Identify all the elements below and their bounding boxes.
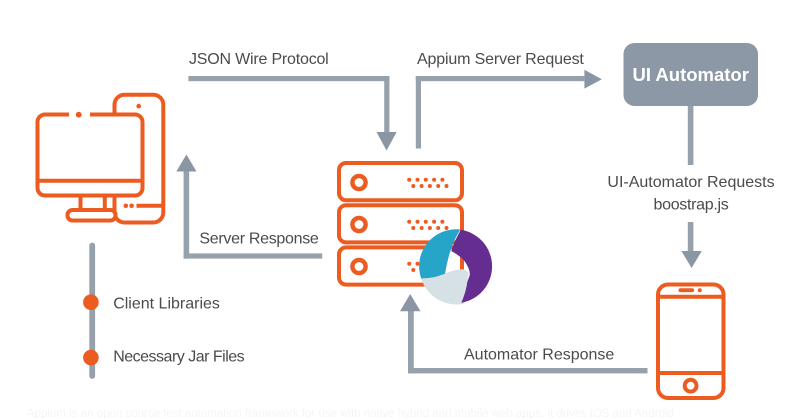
svg-text:Appium is an open source test: Appium is an open source test automation…	[27, 408, 674, 419]
svg-text:Necessary Jar Files: Necessary Jar Files	[113, 349, 244, 366]
svg-text:UI Automator: UI Automator	[632, 64, 748, 85]
svg-text:Automator Response: Automator Response	[464, 347, 614, 364]
svg-text:Appium Server Request: Appium Server Request	[417, 51, 584, 68]
svg-text:Server Response: Server Response	[199, 231, 319, 248]
svg-text:boostrap.js: boostrap.js	[654, 197, 729, 214]
svg-text:JSON Wire Protocol: JSON Wire Protocol	[189, 51, 329, 68]
svg-text:Client Libraries: Client Libraries	[113, 295, 220, 312]
svg-text:UI-Automator Requests: UI-Automator Requests	[607, 174, 774, 191]
